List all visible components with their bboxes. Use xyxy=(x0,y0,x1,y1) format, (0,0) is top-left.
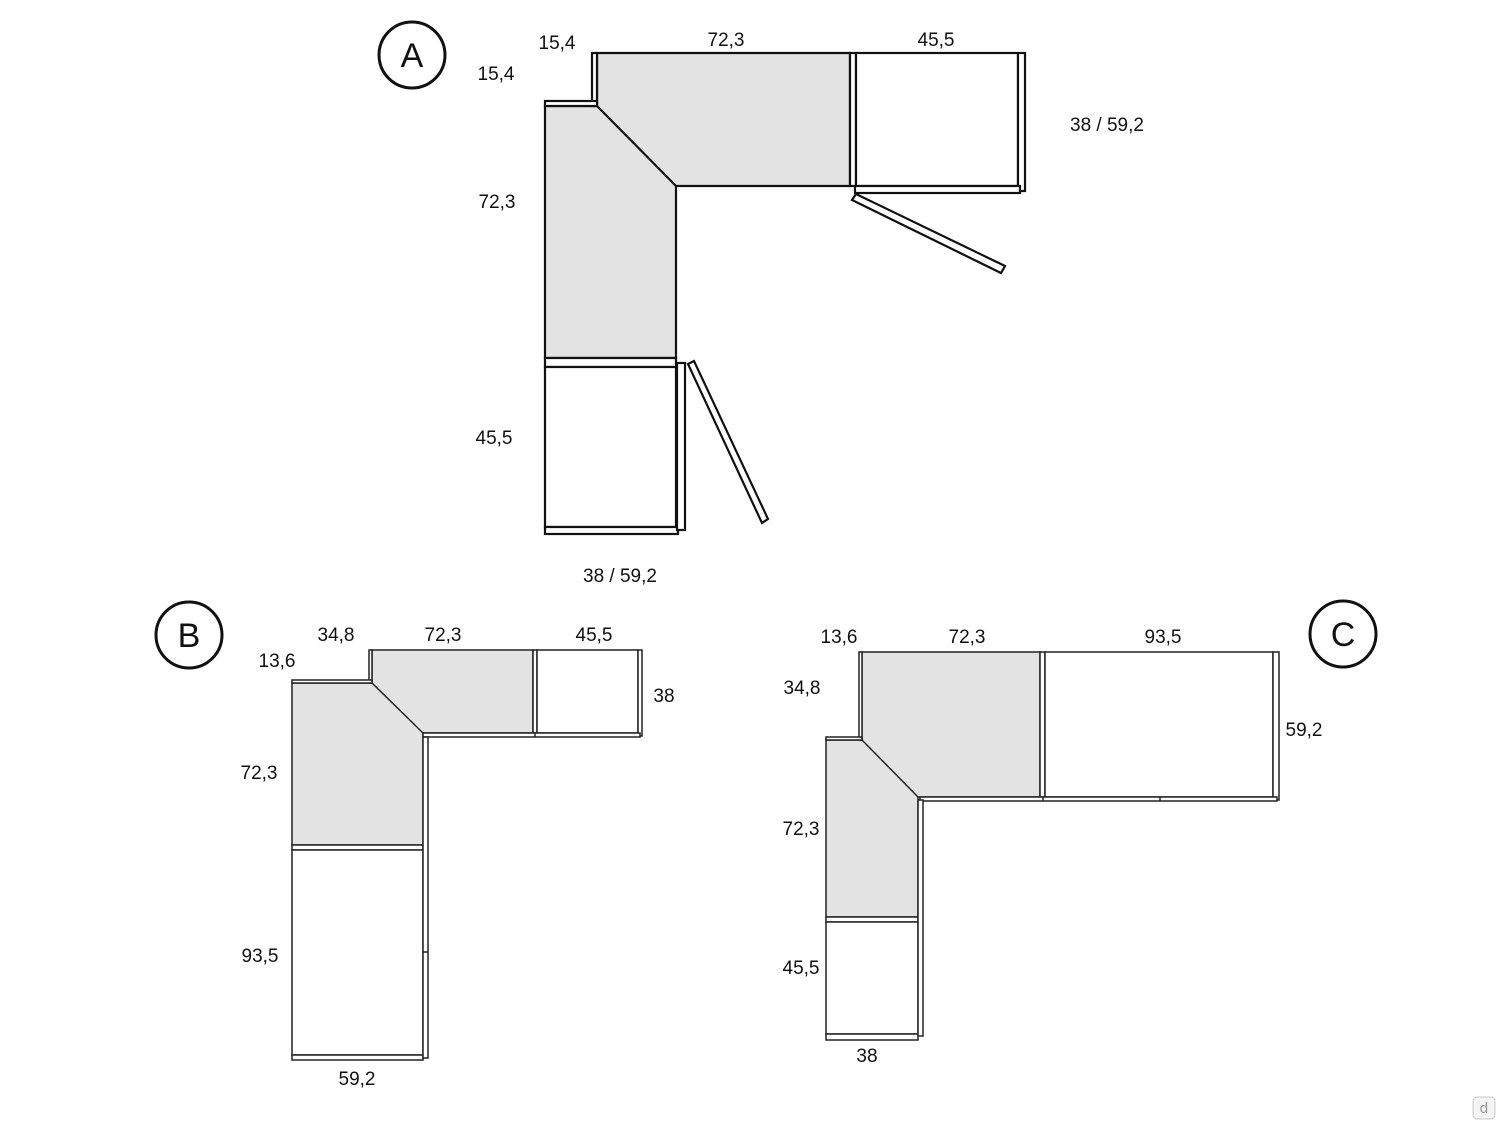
dim-top-corner-width: 72,3 xyxy=(425,625,462,646)
corner-diagonal xyxy=(861,739,919,798)
step-side-panel xyxy=(590,51,599,108)
diagram-c: C 13,6 72,3 93,5 34,8 59,2 72,3 45,5 38 xyxy=(783,599,1378,1067)
logo-letter: d xyxy=(1480,1101,1489,1117)
left-end-module xyxy=(291,849,424,1056)
left-end-module xyxy=(543,365,678,529)
badge-b: B xyxy=(154,600,224,670)
dim-top-end-depth: 38 xyxy=(653,686,674,707)
dim-top-step: 34,8 xyxy=(318,625,355,646)
dim-left-end-width: 45,5 xyxy=(476,428,513,449)
diagram-a: A 15,4 15,4 72,3 45,5 38 / 59,2 72,3 45,… xyxy=(377,20,1144,587)
step-side-panel xyxy=(368,649,373,684)
step-top-panel xyxy=(825,736,863,741)
dim-top-end-depth: 59,2 xyxy=(1286,720,1323,741)
dim-top-step: 15,4 xyxy=(539,33,576,54)
left-end-side-panel xyxy=(675,361,687,532)
step-side-panel xyxy=(858,651,863,741)
left-side-panel xyxy=(422,736,429,1059)
dim-left-end-depth: 38 / 59,2 xyxy=(583,566,657,587)
top-open-door xyxy=(850,192,1007,275)
dim-left-end-width: 93,5 xyxy=(242,946,279,967)
badge-a: A xyxy=(377,20,447,90)
corner-unit xyxy=(543,51,852,360)
top-end-module xyxy=(536,649,639,734)
badge-circle xyxy=(1308,599,1378,669)
dim-top-corner-width: 72,3 xyxy=(708,30,745,51)
top-end-base-strip xyxy=(853,184,1022,195)
dim-side-step: 13,6 xyxy=(259,651,296,672)
dim-left-end-width: 45,5 xyxy=(783,958,820,979)
dim-left-corner-width: 72,3 xyxy=(783,819,820,840)
dim-top-end-width: 45,5 xyxy=(918,30,955,51)
badge-circle xyxy=(154,600,224,670)
top-end-module xyxy=(1044,651,1274,798)
dim-top-end-width: 93,5 xyxy=(1145,627,1182,648)
left-side-panel xyxy=(917,799,924,1037)
diagram-b: B 34,8 72,3 45,5 13,6 38 72,3 93,5 59,2 xyxy=(154,600,675,1090)
badge-letter: A xyxy=(401,37,424,75)
dim-top-step: 13,6 xyxy=(821,627,858,648)
corner-diagonal xyxy=(371,682,424,734)
dim-left-end-depth: 59,2 xyxy=(339,1069,376,1090)
dim-top-end-depth: 38 / 59,2 xyxy=(1070,115,1144,136)
top-end-side-panel xyxy=(637,649,643,737)
badge-c: C xyxy=(1308,599,1378,669)
dim-top-corner-width: 72,3 xyxy=(949,627,986,648)
top-base-strip xyxy=(919,796,1278,802)
corner-unit xyxy=(825,651,1041,918)
left-open-door xyxy=(686,359,770,525)
left-end-base-strip xyxy=(825,1033,919,1041)
dim-side-step: 15,4 xyxy=(478,64,515,85)
dim-left-corner-width: 72,3 xyxy=(241,763,278,784)
logo-box xyxy=(1472,1096,1496,1120)
top-end-module xyxy=(854,51,1020,188)
left-separator-panel xyxy=(543,356,678,369)
dim-left-end-depth: 38 xyxy=(856,1046,877,1067)
top-end-side-panel xyxy=(1016,51,1027,193)
watermark-logo: d xyxy=(1472,1096,1496,1120)
badge-letter: B xyxy=(178,617,201,655)
badge-letter: C xyxy=(1331,616,1356,654)
dim-left-corner-width: 72,3 xyxy=(479,192,516,213)
dim-side-step: 34,8 xyxy=(784,678,821,699)
top-base-strip xyxy=(422,732,641,738)
corner-diagonal xyxy=(596,105,677,187)
left-end-base-strip xyxy=(291,1054,424,1061)
left-end-base-strip xyxy=(543,525,680,536)
step-top-panel xyxy=(291,679,373,684)
left-end-module xyxy=(825,921,919,1035)
badge-circle xyxy=(377,20,447,90)
step-top-panel xyxy=(543,99,599,108)
top-end-side-panel xyxy=(1272,651,1280,801)
dim-top-end-width: 45,5 xyxy=(576,625,613,646)
